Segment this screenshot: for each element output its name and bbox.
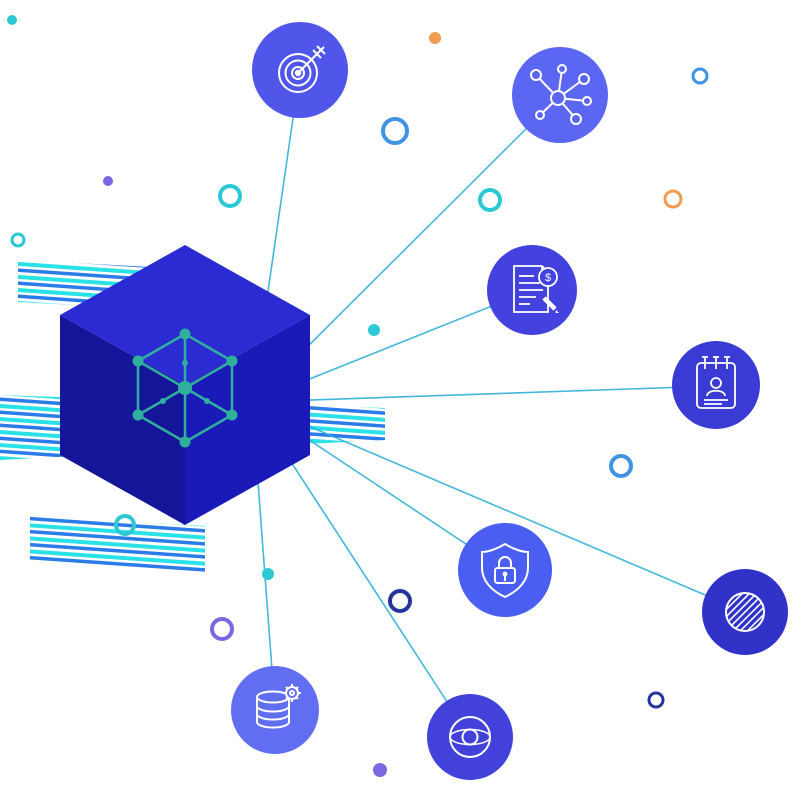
wireframe-node — [178, 381, 192, 395]
decor-ring — [663, 189, 683, 209]
node-circle — [672, 341, 760, 429]
hub-satellite — [570, 113, 582, 125]
decor-dot — [429, 32, 441, 44]
db-band — [256, 705, 290, 713]
hub-node — [550, 90, 566, 106]
hub-satellite — [578, 73, 590, 85]
sphere-stripe — [725, 592, 758, 625]
central-cube — [60, 245, 310, 525]
node-circle — [427, 694, 513, 780]
sphere-stripe — [721, 588, 755, 622]
wireframe-spoke — [184, 359, 233, 390]
decor-dot — [262, 568, 274, 580]
target-ring — [278, 53, 318, 93]
db-band — [256, 713, 290, 721]
decor-ring — [210, 617, 234, 641]
decor-ring — [647, 691, 665, 709]
pencil — [542, 296, 557, 311]
database-gear-icon — [256, 684, 301, 729]
gear-center — [289, 690, 295, 696]
decor-dot — [373, 763, 387, 777]
node-contract: $ — [487, 245, 577, 335]
network-cube-nodes — [132, 328, 238, 448]
gear — [283, 684, 301, 702]
decor-ring — [218, 184, 242, 208]
arrow-feather — [312, 49, 322, 59]
decor-ring — [478, 188, 502, 212]
pencil-tip — [555, 310, 559, 313]
user-shoulders — [706, 389, 726, 397]
sphere-stripe — [735, 602, 769, 636]
globe-scan-icon — [449, 716, 491, 758]
node-circle — [231, 666, 319, 754]
node-database — [231, 666, 319, 754]
document-sheet — [513, 265, 549, 313]
arrow-feather — [316, 45, 326, 55]
dollar-badge — [538, 267, 558, 287]
dollar-glyph: $ — [545, 272, 551, 284]
target-ring — [284, 59, 312, 87]
target-arrow-icon — [278, 45, 326, 93]
network-hub-icon — [530, 64, 592, 125]
decor-ring — [388, 589, 412, 613]
node-target — [252, 22, 348, 118]
stripe-band — [30, 516, 205, 572]
node-security — [458, 523, 552, 617]
gear-tooth — [285, 686, 289, 690]
decor-dot — [7, 15, 17, 25]
lock-keyhole — [502, 571, 508, 577]
decor-ring — [10, 232, 26, 248]
wireframe-node-small — [182, 360, 188, 366]
connector-line — [251, 401, 746, 613]
wireframe-node-small — [204, 398, 210, 404]
node-network-hub — [512, 47, 608, 143]
decor-dot — [368, 324, 380, 336]
wireframe-node — [179, 328, 191, 340]
wireframe-node — [132, 409, 144, 421]
cube-right-face — [185, 315, 310, 525]
lock-body — [494, 567, 516, 584]
shield-lock-icon — [481, 542, 529, 599]
db-bottom — [256, 721, 290, 729]
wireframe-spoke — [137, 359, 186, 390]
lock-shackle — [498, 556, 512, 568]
hub-satellite — [557, 64, 567, 74]
sphere-stripe — [732, 599, 765, 632]
gear-tooth — [285, 696, 289, 700]
cube-left-face — [60, 315, 185, 525]
sphere-stripe — [728, 595, 762, 629]
wireframe-node-small — [160, 398, 166, 404]
hub-satellite — [582, 96, 592, 106]
hub-satellite — [530, 69, 542, 81]
wireframe-node — [132, 355, 144, 367]
gear-tooth — [295, 696, 299, 700]
hub-satellite — [535, 110, 545, 120]
document-dollar-icon: $ — [513, 265, 559, 313]
decor-ring — [381, 117, 409, 145]
node-sphere — [702, 569, 788, 655]
node-globe — [427, 694, 513, 780]
decor-dot — [103, 176, 113, 186]
user-head — [710, 377, 722, 389]
target-ring — [291, 66, 305, 80]
shield-outline — [481, 542, 529, 599]
globe-core — [461, 728, 479, 746]
node-contacts — [672, 341, 760, 429]
wireframe-node — [226, 355, 238, 367]
decor-ring — [691, 67, 709, 85]
wireframe-node — [226, 409, 238, 421]
gear-tooth — [295, 686, 299, 690]
decor-ring — [114, 514, 136, 536]
wireframe-node — [179, 436, 191, 448]
arrow-shaft — [297, 46, 325, 74]
notepad-user-icon — [696, 356, 736, 409]
connector-line — [251, 385, 717, 403]
decor-ring — [609, 454, 633, 478]
node-circle — [458, 523, 552, 617]
sphere-outline — [725, 592, 765, 632]
decor-group — [7, 15, 709, 777]
